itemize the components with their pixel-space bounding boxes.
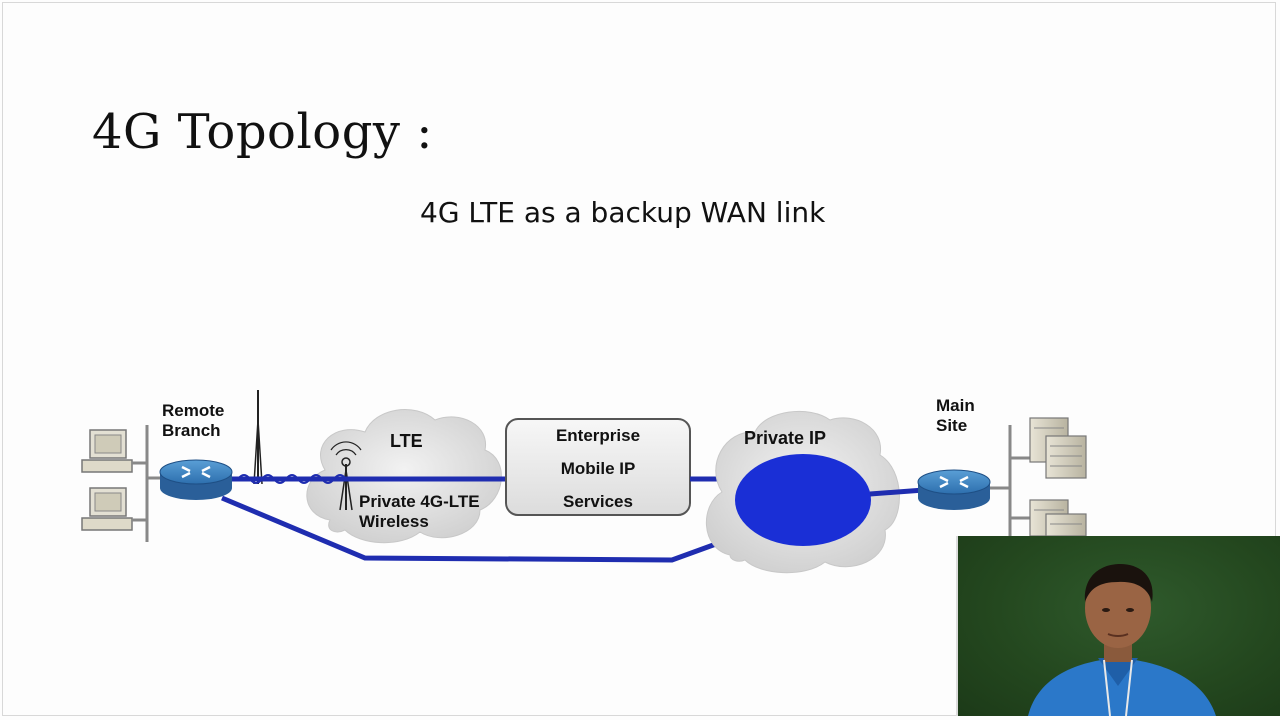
main-site-label-line2: Site: [936, 416, 967, 435]
remote-branch-label-line2: Branch: [162, 421, 221, 440]
private-ip-core: [735, 454, 871, 546]
server-icon-bottom: [1029, 499, 1087, 537]
enterprise-box-label-line3: Services: [563, 492, 633, 511]
pc-icon-bottom: [81, 487, 133, 531]
presenter-webcam-overlay: [956, 536, 1280, 716]
antenna-icon: [253, 390, 263, 485]
lte-cloud-label: LTE: [390, 431, 423, 451]
branch-router-icon: [159, 459, 233, 500]
lte-cloud: [306, 409, 502, 544]
private-ip-label: Private IP: [744, 428, 826, 448]
remote-branch-label-line1: Remote: [162, 401, 224, 420]
private-lte-label-line1: Private 4G-LTE: [359, 492, 480, 511]
slide-subtitle: 4G LTE as a backup WAN link: [420, 196, 826, 229]
main-site-router-icon: [917, 469, 991, 510]
slide-title: 4G Topology :: [92, 104, 433, 160]
wireless-wave: [237, 474, 347, 484]
enterprise-box-label-line1: Enterprise: [556, 426, 640, 445]
enterprise-box-label-line2: Mobile IP: [561, 459, 636, 478]
private-ip-cloud: [706, 410, 900, 574]
enterprise-mobile-ip-box: [505, 418, 691, 516]
server-icon-top: [1029, 417, 1087, 479]
main-site-label-line1: Main: [936, 396, 975, 415]
pc-icon-top: [81, 429, 133, 473]
private-lte-label-line2: Wireless: [359, 512, 429, 531]
presenter-video-icon: [1028, 564, 1216, 716]
